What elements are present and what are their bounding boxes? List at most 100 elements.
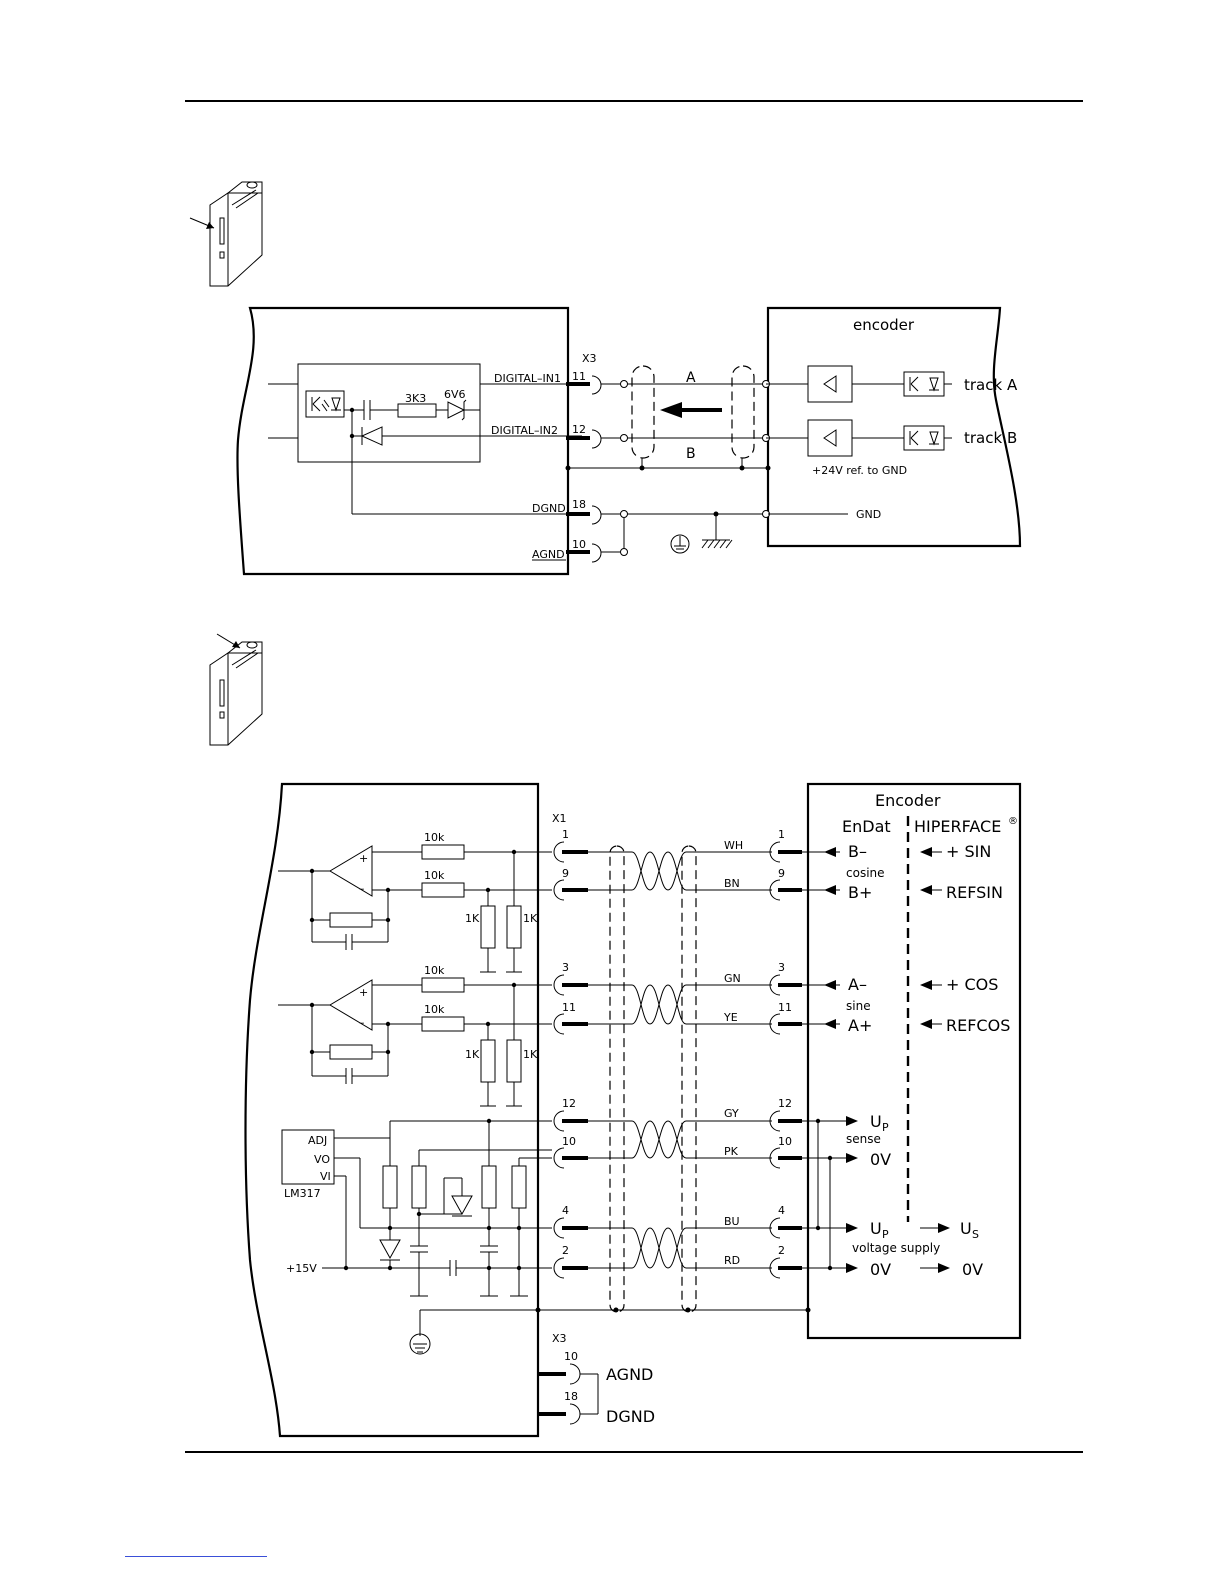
signal-agnd: AGND: [532, 548, 565, 561]
diode-icon-3: [379, 1239, 401, 1260]
track-a-label: track A: [964, 376, 1018, 394]
encoder-gnd-label: GND: [856, 508, 881, 521]
earth-icon: [409, 1333, 431, 1355]
enc-pin-4: 4: [778, 1204, 785, 1217]
hiper-us-sub: S: [972, 1228, 979, 1241]
res-1k-4: 1K: [523, 1048, 538, 1061]
x1-pin-3: 3: [562, 961, 569, 974]
hiper-refcos: REFCOS: [946, 1016, 1010, 1035]
pin-10: 10: [572, 538, 586, 551]
hiper-sin: + SIN: [946, 842, 991, 861]
wire-pk: PK: [724, 1145, 739, 1158]
endat-label: EnDat: [842, 817, 891, 836]
agnd-label: AGND: [606, 1365, 653, 1384]
wire-wh: WH: [724, 839, 743, 852]
registered-mark: ®: [1008, 816, 1018, 827]
footer-rule: [185, 1451, 1083, 1453]
vo-label: VO: [314, 1153, 330, 1166]
endat-0v-supply: 0V: [870, 1260, 891, 1279]
svg-text:+: +: [359, 852, 368, 865]
res-10k-1: 10k: [424, 831, 445, 844]
diagram-sincos-encoder: Encoder EnDat HIPERFACE ® X1 + – 10k 10k: [244, 782, 1022, 1438]
x3-pin-10: 10: [564, 1350, 578, 1363]
res-1k-3: 1K: [465, 1048, 480, 1061]
adj-label: ADJ: [308, 1134, 327, 1147]
res-1k-2: 1K: [523, 912, 538, 925]
encoder-box-2: [806, 782, 1022, 1340]
endat-a-minus: A–: [848, 975, 867, 994]
line-driver-a: [807, 365, 853, 403]
encoder-box-1: [766, 306, 1022, 548]
wire-bu: BU: [724, 1215, 740, 1228]
wire-ye: YE: [723, 1011, 738, 1024]
hiper-cos: + COS: [946, 975, 998, 994]
line-driver-b: [807, 419, 853, 457]
endat-b-minus: B–: [848, 842, 867, 861]
res-10k-4: 10k: [424, 1003, 445, 1016]
arrow-left-icon: [660, 402, 682, 418]
row-10: 10 PK 10 0V: [553, 1135, 891, 1169]
svg-text:–: –: [359, 1016, 365, 1029]
pin-11: 11: [572, 370, 586, 383]
enc-pin-10: 10: [778, 1135, 792, 1148]
zener-label: 6V6: [444, 388, 466, 401]
x1-pin-11: 11: [562, 1001, 576, 1014]
sine-label: sine: [846, 999, 871, 1013]
device-icon-bottom: [209, 633, 263, 746]
endat-up-sense: U: [870, 1112, 882, 1131]
hiperface-label: HIPERFACE: [914, 817, 1001, 836]
wire-bn: BN: [724, 877, 740, 890]
hiper-refsin: REFSIN: [946, 883, 1003, 902]
cable-shield-right: [731, 365, 755, 459]
pin-18: 18: [572, 498, 586, 511]
wire-gn: GN: [724, 972, 741, 985]
dgnd-label: DGND: [606, 1407, 655, 1426]
encoder2-title: Encoder: [875, 791, 941, 810]
row-1: 1 WH 1 B– + SIN: [553, 828, 991, 863]
optocoupler-icon: [305, 390, 345, 418]
enc-pin-2: 2: [778, 1244, 785, 1257]
diode-icon-2: [451, 1195, 473, 1216]
connector-x3-bottom: X3: [552, 1332, 567, 1345]
row-3: 3 GN 3 A– + COS: [553, 961, 998, 996]
x1-pin-4: 4: [562, 1204, 569, 1217]
cosine-label: cosine: [846, 866, 885, 880]
connector-x1: X1: [552, 812, 567, 825]
x1-pin-9: 9: [562, 867, 569, 880]
enc-pin-12: 12: [778, 1097, 792, 1110]
row-9: 9 BN 9 B+ cosine REFSIN: [553, 866, 1003, 902]
drive-box-2: [244, 782, 540, 1438]
drive-box-1: [236, 306, 570, 576]
x1-pin-2: 2: [562, 1244, 569, 1257]
opamp-2: [329, 979, 373, 1031]
diode-icon: [360, 426, 383, 446]
opamp-1: [329, 845, 373, 897]
enc-pin-3: 3: [778, 961, 785, 974]
endat-up-sense-sub: P: [882, 1121, 889, 1134]
row-2: 2 RD 2 0V 0V: [553, 1244, 983, 1279]
enc-pin-9: 9: [778, 867, 785, 880]
cable-shield-left: [631, 365, 655, 459]
encoder-title: encoder: [853, 316, 915, 334]
cable-b-label: B: [686, 446, 696, 462]
res-10k-2: 10k: [424, 869, 445, 882]
row-4: 4 BU 4 U P U S voltage supply: [553, 1204, 979, 1255]
lm317-label: LM317: [284, 1187, 321, 1200]
x3-pin-18: 18: [564, 1390, 578, 1403]
vi-label: VI: [320, 1170, 331, 1183]
enc-pin-11: 11: [778, 1001, 792, 1014]
voltage-supply-label: voltage supply: [852, 1241, 940, 1255]
x1-pin-10: 10: [562, 1135, 576, 1148]
resistor-3k3: [397, 403, 437, 418]
endat-0v-sense: 0V: [870, 1150, 891, 1169]
signal-dgnd: DGND: [532, 502, 566, 515]
signal-digital-in2: DIGITAL–IN2: [491, 424, 558, 437]
protective-earth-icon: [670, 534, 690, 554]
x1-pin-1: 1: [562, 828, 569, 841]
svg-text:–: –: [359, 882, 365, 895]
row-12: 12 GY 12 U P sense: [553, 1097, 889, 1146]
regulator-lm317: [281, 1129, 335, 1185]
hiper-us: U: [960, 1219, 972, 1238]
wire-gy: GY: [724, 1107, 739, 1120]
